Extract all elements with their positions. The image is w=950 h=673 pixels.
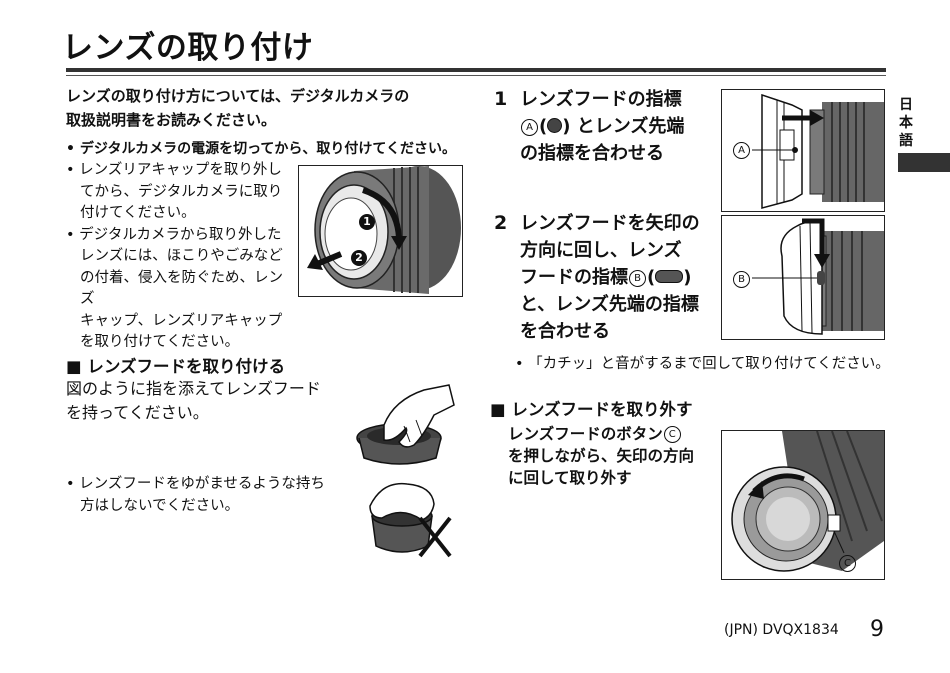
click-sound-note: • 「カチッ」と音がするまで回して取り付けてください。 — [515, 356, 890, 372]
hood-hold-wrong-figure — [362, 476, 457, 562]
hood-hold-correct-figure — [354, 380, 459, 470]
hood-align-figure: A — [721, 89, 885, 212]
callout-b-symbol: B — [629, 270, 646, 287]
callout-a: A — [733, 142, 750, 159]
attach-hood-note: • レンズフードをゆがませるような持ち 方はしないでください。 — [66, 476, 325, 514]
step-marker-2: 2 — [351, 250, 367, 266]
power-off-note: • デジタルカメラの電源を切ってから、取り付けてください。 — [66, 141, 457, 157]
page-number: 9 — [870, 617, 884, 642]
list-item: • レンズリアキャップを取り外し てから、デジタルカメラに取り 付けてください。 — [66, 162, 283, 221]
bullet-list: • レンズリアキャップを取り外し てから、デジタルカメラに取り 付けてください。… — [66, 160, 296, 354]
language-label: 日 本 語 — [899, 97, 913, 149]
attach-hood-body: 図のように指を添えてレンズフード を持ってください。 — [66, 379, 321, 422]
intro-text: レンズの取り付け方については、デジタルカメラの 取扱説明書をお読みください。 — [66, 84, 466, 132]
intro-line: 取扱説明書をお読みください。 — [66, 111, 277, 129]
hood-rotate-figure: B — [721, 215, 885, 340]
step-2-number: 2 — [494, 212, 508, 234]
document-id: (JPN) DVQX1834 — [724, 622, 839, 638]
dot-mark-icon — [547, 118, 563, 133]
list-item: • デジタルカメラから取り外した レンズには、ほこりやごみなど の付着、侵入を防… — [66, 226, 283, 351]
language-tab-marker — [898, 153, 950, 172]
pill-mark-icon — [655, 270, 684, 283]
rear-cap-figure: 1 2 — [298, 165, 463, 297]
hood-remove-figure: C — [721, 430, 885, 580]
callout-c-symbol: C — [663, 426, 681, 443]
section-heading-remove-hood: ■ レンズフードを取り外す — [490, 400, 693, 419]
callout-c: C — [839, 555, 856, 572]
step-marker-1: 1 — [359, 214, 375, 230]
intro-line: レンズの取り付け方については、デジタルカメラの — [66, 87, 410, 105]
title-rule-thin — [66, 75, 886, 76]
callout-a-symbol: A — [521, 119, 538, 136]
step-1-text: レンズフードの指標 A() とレンズ先端 の指標を合わせる — [520, 89, 685, 164]
page-title: レンズの取り付け — [62, 30, 314, 66]
section-heading-attach-hood: ■ レンズフードを取り付ける — [66, 357, 286, 376]
callout-b: B — [733, 271, 750, 288]
title-rule — [66, 68, 886, 72]
step-1-number: 1 — [494, 88, 508, 110]
